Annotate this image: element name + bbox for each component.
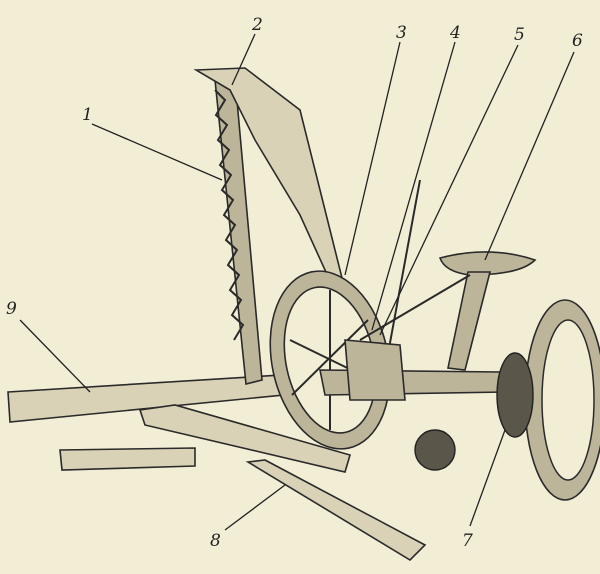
seat xyxy=(438,251,537,276)
label-6: 6 xyxy=(572,31,583,51)
gearbox xyxy=(344,339,406,401)
front-skid xyxy=(59,447,196,471)
label-7: 7 xyxy=(462,531,473,551)
right-wheel xyxy=(496,299,600,501)
label-2: 2 xyxy=(251,15,263,35)
seat-post xyxy=(447,271,492,371)
label-9: 9 xyxy=(6,299,17,319)
label-3: 3 xyxy=(396,23,407,43)
seat-brace xyxy=(359,274,471,341)
rear-skid xyxy=(138,404,351,473)
cutter-teeth xyxy=(214,89,245,341)
label-8: 8 xyxy=(210,531,221,551)
label-4: 4 xyxy=(449,23,461,43)
lever xyxy=(384,179,421,371)
label-1: 1 xyxy=(82,105,93,125)
pitman-wheel xyxy=(414,429,456,471)
label-5: 5 xyxy=(514,25,525,45)
leader-lines xyxy=(19,33,575,531)
inner-skid xyxy=(245,459,427,562)
